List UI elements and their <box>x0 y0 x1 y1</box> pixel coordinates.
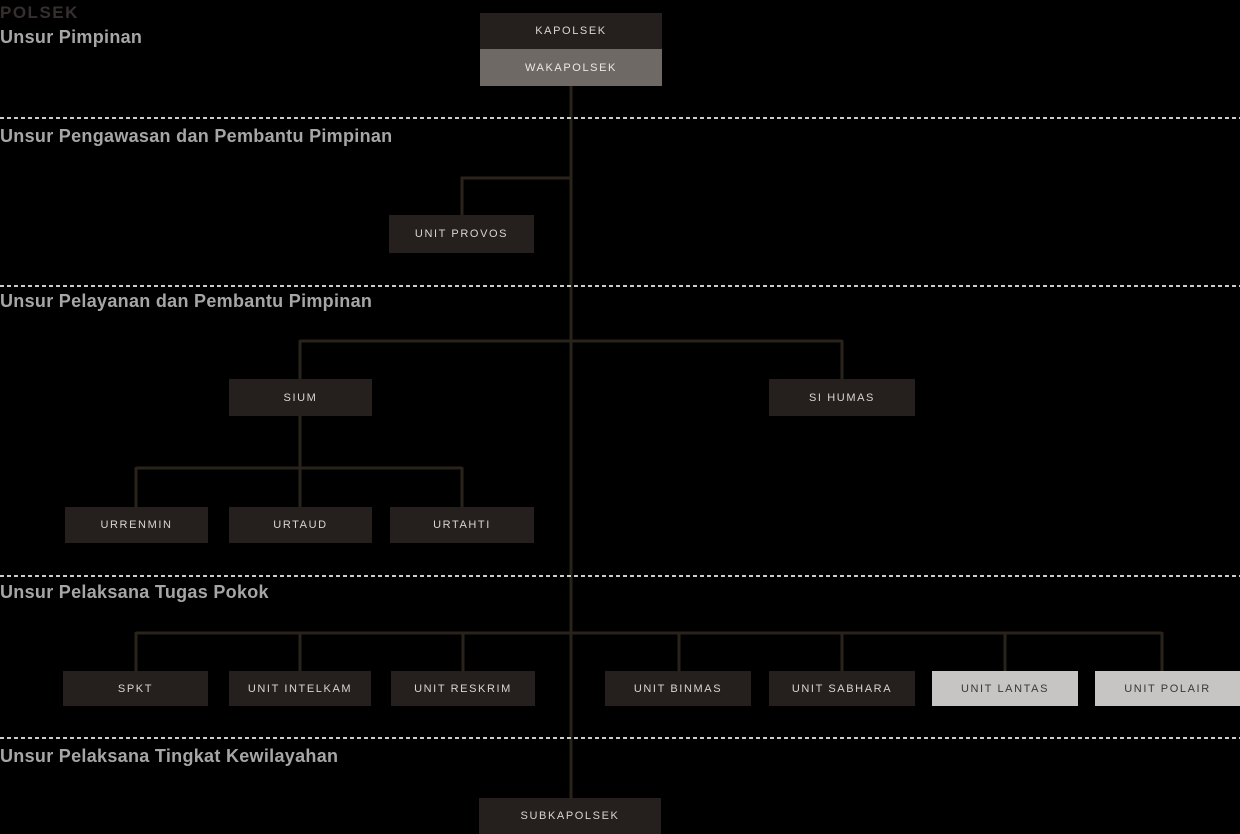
node-urtaud: URTAUD <box>229 507 372 543</box>
node-unit-provos: UNIT PROVOS <box>389 215 534 253</box>
connector-provos <box>460 176 571 216</box>
node-subkapolsek: SUBKAPOLSEK <box>479 798 661 834</box>
node-unit-intelkam: UNIT INTELKAM <box>229 671 371 706</box>
section-label-unsur-pelaksana: Unsur Pelaksana Tugas Pokok <box>0 582 269 602</box>
node-kapolsek: KAPOLSEK <box>480 13 662 49</box>
node-si-humas: SI HUMAS <box>769 379 915 416</box>
node-unit-reskrim: UNIT RESKRIM <box>391 671 535 706</box>
node-wakapolsek: WAKAPOLSEK <box>480 49 662 86</box>
section-label-unsur-pelayanan: Unsur Pelayanan dan Pembantu Pimpinan <box>0 291 373 311</box>
node-sium: SIUM <box>229 379 372 416</box>
page-title: POLSEK <box>0 3 79 22</box>
node-unit-binmas: UNIT BINMAS <box>605 671 751 706</box>
section-label-unsur-kewilayahan: Unsur Pelaksana Tingkat Kewilayahan <box>0 746 339 766</box>
node-unit-sabhara: UNIT SABHARA <box>769 671 915 706</box>
node-spkt: SPKT <box>63 671 208 706</box>
node-urtahti: URTAHTI <box>390 507 534 543</box>
section-label-unsur-pengawasan: Unsur Pengawasan dan Pembantu Pimpinan <box>0 126 393 146</box>
node-unit-polair: UNIT POLAIR <box>1095 671 1240 706</box>
section-label-unsur-pimpinan: Unsur Pimpinan <box>0 27 143 47</box>
node-unit-lantas: UNIT LANTAS <box>932 671 1078 706</box>
node-urrenmin: URRENMIN <box>65 507 208 543</box>
